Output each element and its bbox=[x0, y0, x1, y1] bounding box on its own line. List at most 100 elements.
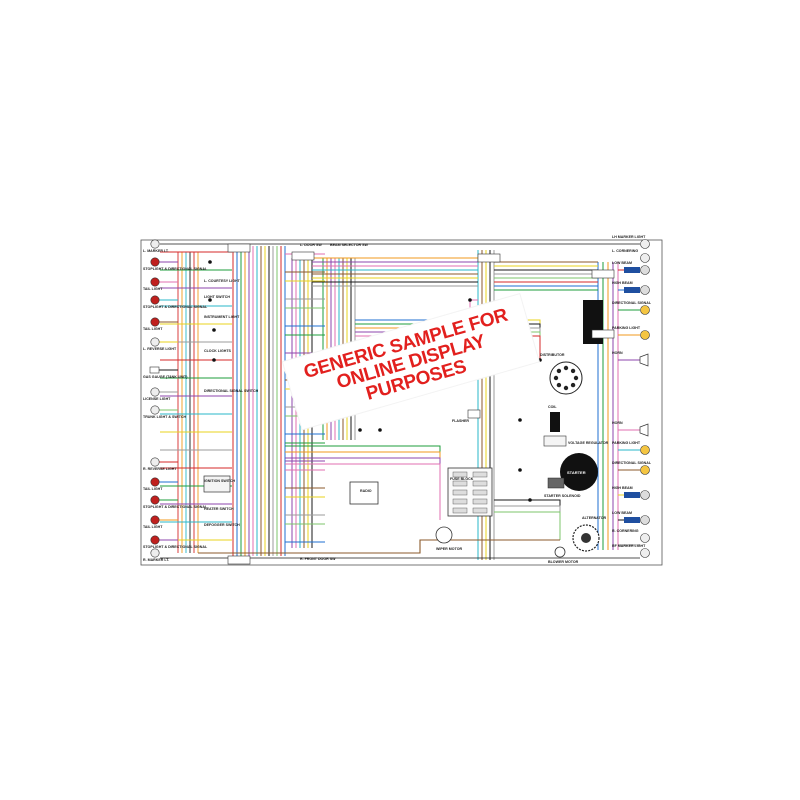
left-component-label: LICENSE LIGHT bbox=[143, 397, 171, 401]
distributor-label: DISTRIBUTOR bbox=[540, 353, 565, 357]
starter-label: STARTER bbox=[567, 470, 586, 475]
terminal-dot bbox=[538, 358, 542, 362]
left-component-label: L. MARKER LT. bbox=[143, 249, 169, 253]
connector-block bbox=[291, 251, 315, 261]
fuse-icon bbox=[472, 507, 488, 514]
coil-icon bbox=[550, 412, 560, 432]
distributor-terminal bbox=[556, 382, 562, 388]
lamp-icon bbox=[640, 465, 650, 475]
center-component-label: L. DOOR SW bbox=[300, 243, 322, 247]
lamp-icon bbox=[640, 253, 650, 263]
lamp-icon bbox=[150, 548, 160, 558]
right-component-label: LOW BEAM bbox=[612, 261, 632, 265]
lamp-icon bbox=[640, 239, 650, 249]
fuse-icon bbox=[472, 498, 488, 505]
fuse-icon bbox=[472, 471, 488, 478]
solenoid-icon bbox=[547, 477, 565, 489]
terminal-dot bbox=[212, 328, 216, 332]
solenoid-label: STARTER SOLENOID bbox=[544, 494, 581, 498]
lamp-icon bbox=[640, 548, 650, 558]
left-component-label: STOPLIGHT & DIRECTIONAL SIGNAL bbox=[143, 267, 208, 271]
beam-tag bbox=[624, 492, 640, 498]
lamp-icon bbox=[640, 305, 650, 315]
center-component-label: FUSE BLOCK bbox=[450, 477, 474, 481]
regulator-label: VOLTAGE REGULATOR bbox=[568, 441, 609, 445]
terminal-dot bbox=[208, 260, 212, 264]
lamp-icon bbox=[640, 445, 650, 455]
wire bbox=[494, 511, 561, 540]
terminal-dot bbox=[378, 428, 382, 432]
lamp-icon bbox=[150, 457, 160, 467]
connector-block bbox=[477, 253, 501, 263]
dash-component-label: DEFOGGER SWITCH bbox=[204, 523, 240, 527]
lamp-icon bbox=[150, 495, 160, 505]
right-component-label: LOW BEAM bbox=[612, 511, 632, 515]
left-component-label: TAIL LIGHT bbox=[143, 327, 163, 331]
horn-icon bbox=[639, 423, 649, 437]
lamp-icon bbox=[640, 515, 650, 525]
wire bbox=[198, 539, 560, 554]
center-component-label: BEAM SELECTOR SW bbox=[330, 243, 368, 247]
right-component-label: LH MARKER LIGHT bbox=[612, 235, 646, 239]
wire bbox=[285, 463, 441, 520]
left-component-label: STOPLIGHT & DIRECTIONAL SIGNAL bbox=[143, 505, 208, 509]
terminal-dot bbox=[518, 468, 522, 472]
beam-tag bbox=[624, 517, 640, 523]
right-component-label: R. CORNERING bbox=[612, 529, 639, 533]
center-component-label: R. FRONT DOOR SW bbox=[300, 557, 336, 561]
fuse-icon bbox=[452, 498, 468, 505]
alternator-label: ALTERNATOR bbox=[582, 516, 607, 520]
left-component-label: TRUNK LIGHT & SWITCH bbox=[143, 415, 187, 419]
left-component-label: R. REVERSE LIGHT bbox=[143, 467, 177, 471]
wiper-motor-icon bbox=[435, 526, 453, 544]
dash-component-label: LIGHT SWITCH bbox=[204, 295, 230, 299]
lamp-icon bbox=[150, 405, 160, 415]
lamp-icon bbox=[640, 285, 650, 295]
lamp-icon bbox=[150, 515, 160, 525]
right-component-label: HORN bbox=[612, 421, 623, 425]
coil-label: COIL bbox=[548, 405, 557, 409]
lamp-icon bbox=[150, 257, 160, 267]
blower-label: BLOWER MOTOR bbox=[548, 560, 579, 564]
distributor-terminal bbox=[553, 375, 559, 381]
right-component-label: PARKING LIGHT bbox=[612, 326, 641, 330]
beam-tag bbox=[624, 267, 640, 273]
left-component-label: TAIL LIGHT bbox=[143, 287, 163, 291]
distributor-terminal bbox=[563, 365, 569, 371]
distributor-terminal bbox=[556, 368, 562, 374]
dash-component-label: L. COURTESY LIGHT bbox=[204, 279, 241, 283]
connector-block bbox=[227, 243, 251, 253]
dash-component-label: INSTRUMENT LIGHT bbox=[204, 315, 240, 319]
ignition-switch-icon bbox=[203, 475, 231, 493]
lamp-icon bbox=[640, 265, 650, 275]
starter-motor bbox=[560, 453, 598, 491]
lamp-icon bbox=[640, 533, 650, 543]
left-component-label: STOPLIGHT & DIRECTIONAL SIGNAL bbox=[143, 305, 208, 309]
lamp-icon bbox=[150, 317, 160, 327]
gauge-icon bbox=[149, 366, 160, 374]
left-component-label: L. REVERSE LIGHT bbox=[143, 347, 177, 351]
center-component-label: FLASHER bbox=[452, 419, 469, 423]
distributor-terminal bbox=[570, 368, 576, 374]
flasher-icon bbox=[467, 409, 481, 419]
right-component-label: L. CORNERING bbox=[612, 249, 638, 253]
left-component-label: GAS GAUGE (TANK UNIT) bbox=[143, 375, 188, 379]
fuse-icon bbox=[452, 507, 468, 514]
label-layer: L. MARKER LT. STOPLIGHT & DIRECTIONAL SIG… bbox=[143, 235, 652, 564]
fuse-icon bbox=[452, 471, 468, 478]
lamp-icon bbox=[150, 337, 160, 347]
left-component-label: R. MARKER LT. bbox=[143, 558, 169, 562]
terminal-dot bbox=[358, 428, 362, 432]
terminal-dot bbox=[208, 298, 212, 302]
beam-tag bbox=[624, 287, 640, 293]
connector-block bbox=[591, 269, 615, 279]
left-component-label: TAIL LIGHT bbox=[143, 525, 163, 529]
terminal-dot bbox=[528, 498, 532, 502]
fuse-icon bbox=[452, 480, 468, 487]
right-component-label: HORN bbox=[612, 351, 623, 355]
center-component-label: RADIO bbox=[360, 489, 372, 493]
dash-component-label: HEATER SWITCH bbox=[204, 507, 234, 511]
lamp-icon bbox=[150, 239, 160, 249]
fuse-icon bbox=[472, 489, 488, 496]
